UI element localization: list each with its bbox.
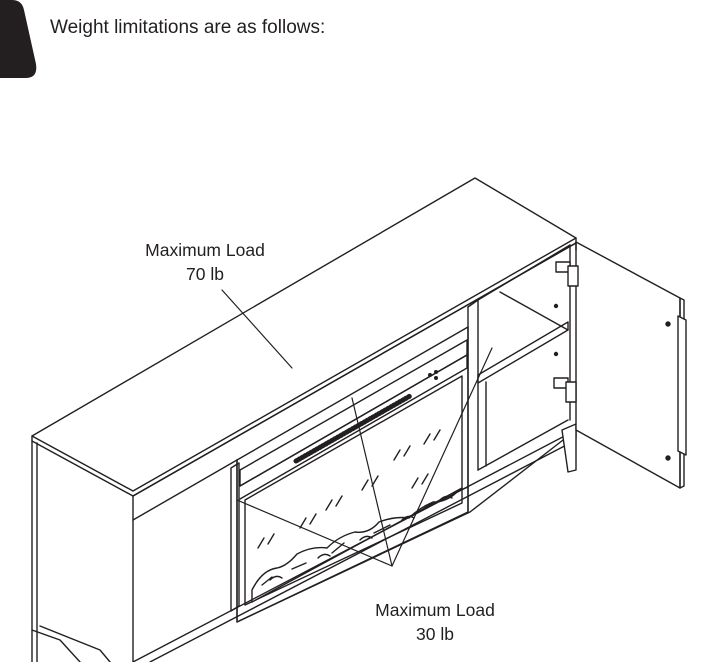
intro-text: Weight limitations are as follows:: [50, 17, 326, 38]
section-tab-marker: [0, 0, 37, 78]
top-load-value: 70 lb: [186, 264, 224, 284]
top-load-callout: Maximum Load 70 lb: [120, 238, 290, 286]
shelf-load-value: 30 lb: [416, 624, 454, 644]
shelf-load-callout: Maximum Load 30 lb: [345, 598, 525, 646]
top-load-title: Maximum Load: [145, 240, 265, 260]
shelf-load-title: Maximum Load: [375, 600, 495, 620]
